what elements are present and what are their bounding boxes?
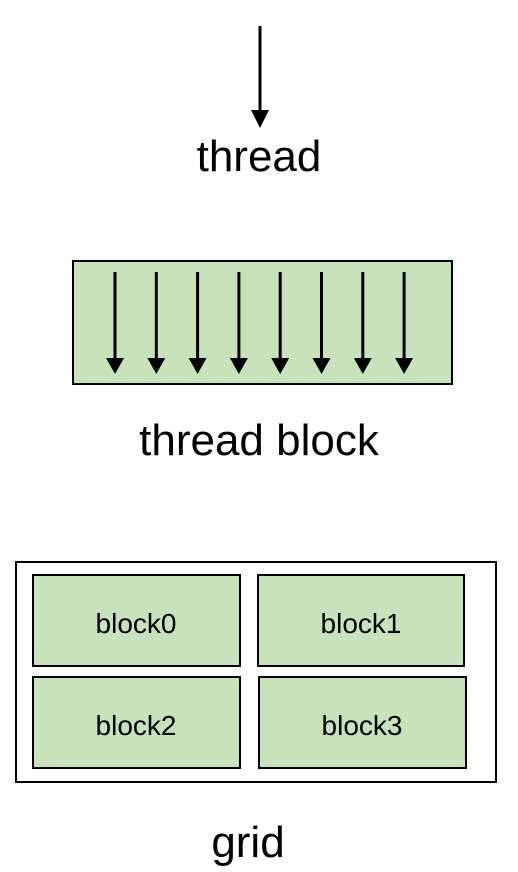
thread-arrowhead-0	[106, 358, 124, 374]
grid-block-1	[257, 574, 465, 667]
thread-label: thread	[197, 132, 322, 181]
thread-arrowhead-1	[147, 358, 166, 374]
thread-section: thread	[197, 26, 322, 181]
thread-arrowhead-5	[312, 358, 331, 374]
thread-arrowhead-4	[271, 358, 290, 374]
thread-block-arrows	[106, 272, 414, 374]
thread-block-section: thread block	[72, 260, 453, 465]
grid-block-3-label: block3	[322, 710, 403, 741]
thread-arrowhead-7	[395, 358, 414, 374]
thread-arrowhead	[251, 110, 269, 128]
grid-label: grid	[211, 818, 284, 867]
grid-block-1-label: block1	[321, 608, 402, 639]
grid-block-0	[32, 574, 241, 667]
grid-section: block0 block1 block2 block3 grid	[15, 561, 497, 867]
thread-arrowhead-3	[229, 358, 248, 374]
grid-block-2-label: block2	[96, 710, 177, 741]
thread-block-box	[72, 260, 453, 385]
grid-block-2	[32, 676, 241, 769]
grid-block-0-label: block0	[96, 608, 177, 639]
thread-block-label: thread block	[139, 416, 380, 465]
grid-block-3	[258, 676, 467, 769]
thread-arrowhead-2	[188, 358, 207, 374]
thread-arrowhead-6	[353, 358, 372, 374]
